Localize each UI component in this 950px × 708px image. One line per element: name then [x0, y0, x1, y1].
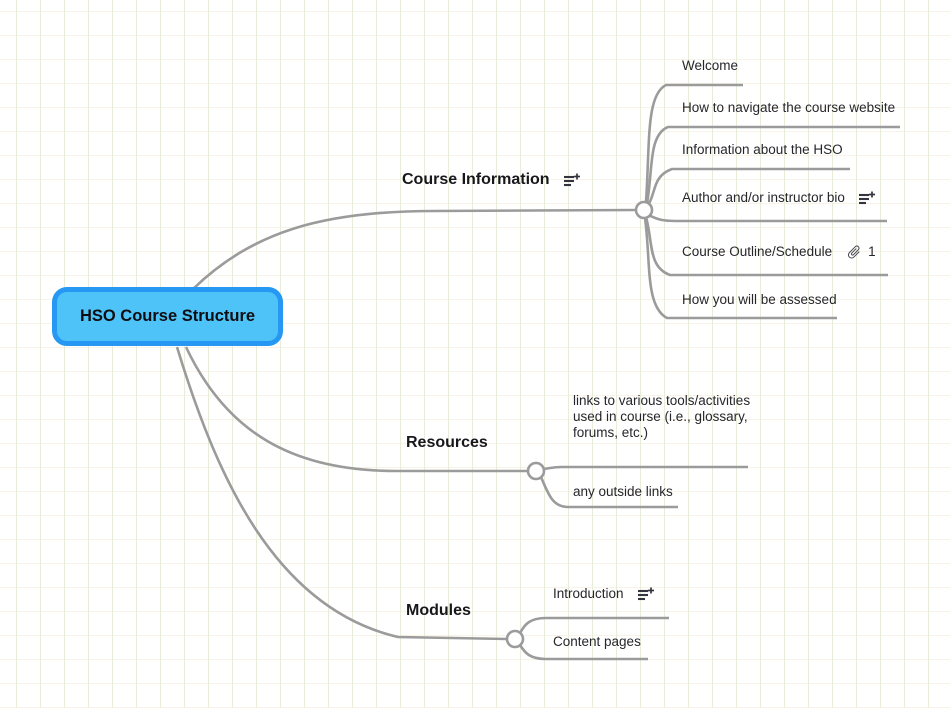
child-node-outside-links[interactable]: any outside links [573, 484, 673, 500]
root-node[interactable]: HSO Course Structure [52, 287, 283, 346]
junction-resources-handle[interactable] [526, 461, 546, 481]
branch-line-resources [184, 346, 528, 473]
branch-label: Resources [406, 434, 488, 451]
child-node-label: Information about the HSO [682, 142, 843, 157]
child-node-author-bio[interactable]: Author and/or instructor bio [682, 190, 876, 206]
branch-line-author-bio [647, 213, 887, 223]
notes-add-icon[interactable] [637, 587, 655, 602]
notes-add-icon[interactable] [563, 173, 581, 188]
branch-line-modules [175, 346, 508, 641]
child-node-content-pages[interactable]: Content pages [553, 634, 641, 650]
child-node-label: How you will be assessed [682, 292, 837, 307]
branch-label: Modules [406, 602, 471, 619]
child-node-label: Introduction [553, 586, 624, 601]
junction-course-information-handle[interactable] [634, 200, 654, 220]
notes-add-icon[interactable] [858, 191, 876, 206]
child-node-label: Welcome [682, 58, 739, 73]
child-node-links-to-tools[interactable]: links to various tools/activities used i… [573, 393, 759, 441]
branch-node-modules[interactable]: Modules [406, 603, 471, 619]
paperclip-icon[interactable] [843, 241, 866, 264]
child-node-label: Content pages [553, 634, 641, 649]
junction-modules-handle[interactable] [505, 629, 525, 649]
branch-line-introduction [518, 616, 669, 634]
child-node-label: Course Outline/Schedule [682, 244, 833, 259]
attachment-count[interactable]: 1 [868, 244, 876, 259]
branch-line-links-to-tools [543, 465, 748, 471]
branch-node-course-information[interactable]: Course Information [402, 172, 581, 188]
child-node-course-outline[interactable]: Course Outline/Schedule 1 [682, 244, 876, 260]
child-node-information-about-hso[interactable]: Information about the HSO [682, 142, 843, 158]
child-node-welcome[interactable]: Welcome [682, 58, 738, 74]
child-node-label: How to navigate the course website [682, 100, 896, 115]
branch-label: Course Information [402, 171, 550, 188]
branch-node-resources[interactable]: Resources [406, 435, 488, 451]
child-node-how-to-navigate[interactable]: How to navigate the course website [682, 100, 895, 116]
child-node-assessed[interactable]: How you will be assessed [682, 292, 837, 308]
root-node-label: HSO Course Structure [79, 307, 256, 325]
child-node-label: Author and/or instructor bio [682, 190, 845, 205]
child-node-introduction[interactable]: Introduction [553, 586, 655, 602]
branch-line-course-information [192, 208, 638, 290]
child-node-label: any outside links [573, 484, 673, 499]
child-node-label: links to various tools/activities used i… [573, 393, 751, 440]
